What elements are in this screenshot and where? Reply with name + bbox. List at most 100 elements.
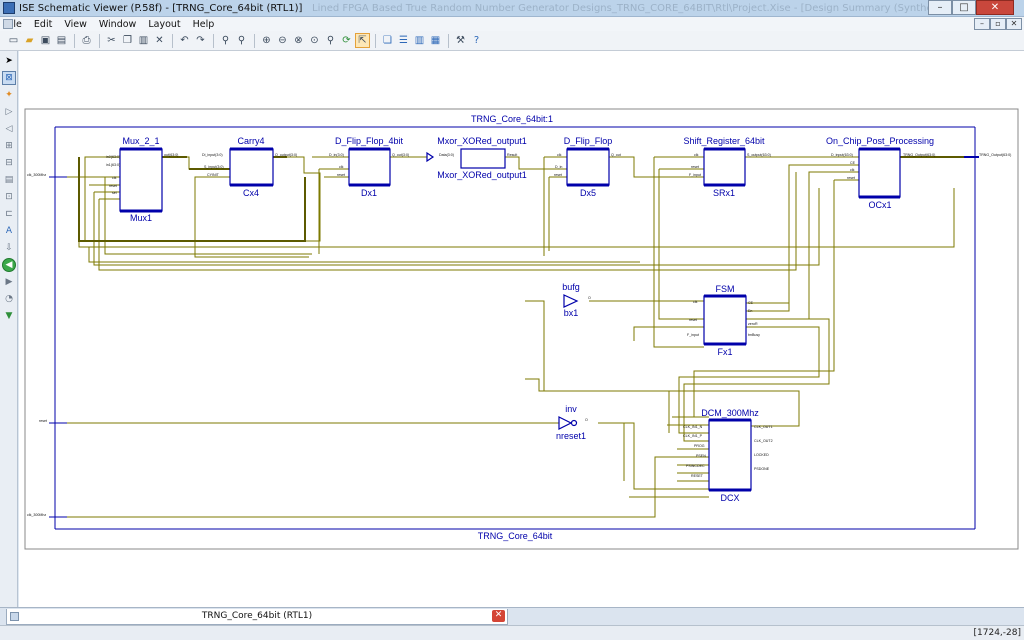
inv-gate[interactable] [558,416,578,430]
help-context-icon[interactable]: ? [473,35,480,46]
redo-icon[interactable]: ↷ [196,35,205,46]
schematic-canvas[interactable]: TRNG_Core_64bit:1 TRNG_Core_64bit [19,51,1024,607]
svg-text:CLK_IN1_P: CLK_IN1_P [683,434,703,438]
carry4-block[interactable] [229,147,274,187]
svg-text:clk: clk [557,153,562,157]
xor-type-label: Mxor_XORed_output1 [437,136,527,146]
open-icon[interactable]: ▰ [25,35,34,46]
dff1-type-label: D_Flip_Flop [564,136,613,146]
find-next-icon[interactable]: ⚲ [237,35,246,46]
edit-text-icon[interactable]: A [5,226,13,236]
expand-icon[interactable]: ⊞ [5,141,13,151]
menu-view[interactable]: View [64,18,87,30]
add-pin-icon[interactable]: ▷ [5,107,13,117]
d-flip-flop-4bit-block[interactable] [348,147,391,187]
select-arrow-icon[interactable]: ➤ [5,56,13,66]
tile-vertical-icon[interactable]: ▥ [414,35,425,46]
svg-text:Di_input(3:0): Di_input(3:0) [202,153,223,157]
add-marker-icon[interactable]: ⇩ [5,243,13,253]
save-icon[interactable]: ▣ [40,35,51,46]
zoom-fit-icon[interactable]: ⚲ [326,35,335,46]
zoom-in-icon[interactable]: ⊕ [262,35,271,46]
tab-close-button[interactable]: ✕ [492,610,505,622]
save-all-icon[interactable]: ▤ [56,35,67,46]
copy-icon[interactable]: ❐ [123,35,132,46]
svg-text:reset: reset [109,184,117,188]
status-bar: [1724,-28] [0,625,1024,640]
mxor-xored-output1-block[interactable] [426,148,506,169]
cut-icon[interactable]: ✂ [107,35,116,46]
doc-restore-button[interactable]: ▫ [990,18,1006,30]
properties-icon[interactable]: ⚒ [456,35,465,46]
zoom-selection-icon[interactable]: ⊙ [310,35,319,46]
svg-text:LOCKED: LOCKED [754,453,769,457]
carry4-instance-label: Cx4 [243,188,259,198]
maximize-button[interactable]: □ [952,0,976,15]
remove-pin-icon[interactable]: ◁ [5,124,13,134]
doc-close-button[interactable]: ✕ [1006,18,1022,30]
zoom-full-icon[interactable]: ⊗ [294,35,303,46]
bufg-gate[interactable] [563,294,579,308]
svg-text:zeroR: zeroR [748,322,758,326]
svg-text:CYINIT: CYINIT [207,173,220,177]
paste-icon[interactable]: ▥ [138,35,149,46]
doc-minimize-button[interactable]: – [974,18,990,30]
inv-type-label: inv [565,404,577,414]
d-flip-flop-block[interactable] [566,147,610,187]
undo-icon[interactable]: ↶ [180,35,189,46]
zoom-out-icon[interactable]: ⊖ [278,35,287,46]
postproc-type-label: On_Chip_Post_Processing [826,136,934,146]
forward-icon[interactable]: ▶ [5,277,13,287]
print-icon[interactable]: ⎙ [82,35,91,46]
push-icon[interactable]: ▼ [5,311,13,321]
schematic-select-icon[interactable]: ⊠ [2,71,16,85]
dff4-instance-label: Dx1 [361,188,377,198]
arrange-icon[interactable]: ▦ [430,35,441,46]
select-mode-icon[interactable]: ⇱ [355,33,370,48]
svg-text:O_output(3:0): O_output(3:0) [275,153,297,157]
minimize-button[interactable]: – [928,0,952,15]
app-icon [3,2,15,14]
history-icon[interactable]: ◔ [5,294,13,304]
menu-layout[interactable]: Layout [148,18,181,30]
menu-help[interactable]: Help [192,18,215,30]
postproc-instance-label: OCx1 [868,200,891,210]
cursor-coordinates: [1724,-28] [973,628,1022,638]
mux-2-1-block[interactable] [119,147,163,213]
delete-icon[interactable]: ✕ [155,35,164,46]
new-icon[interactable]: ▭ [8,35,19,46]
svg-text:PSEN: PSEN [696,454,706,458]
svg-text:PROG: PROG [694,444,705,448]
schematic-doc-icon [10,612,19,621]
on-chip-post-processing-block[interactable] [858,147,901,199]
add-io-icon[interactable]: ⊏ [5,209,13,219]
highlight-icon[interactable]: ✦ [5,90,13,100]
svg-text:Q_out(3:0): Q_out(3:0) [392,153,409,157]
svg-text:reset: reset [554,173,562,177]
copy-view-icon[interactable]: ▤ [4,175,14,185]
svg-text:PSDONE: PSDONE [754,467,770,471]
fsm-block[interactable] [703,294,747,346]
left-toolbar: ➤ ⊠ ✦ ▷ ◁ ⊞ ⊟ ▤ ⊡ ⊏ A ⇩ ◀ ▶ ◔ ▼ [0,51,18,607]
svg-text:F_input: F_input [687,333,699,337]
svg-text:CLK_OUT2: CLK_OUT2 [754,439,773,443]
menu-window[interactable]: Window [98,18,137,30]
cascade-icon[interactable]: ❏ [383,35,392,46]
dcm-300mhz-block[interactable] [708,418,752,492]
trng-core-frame[interactable]: TRNG_Core_64bit:1 TRNG_Core_64bit [54,114,976,541]
back-icon[interactable]: ◀ [2,258,16,272]
find-icon[interactable]: ⚲ [221,35,230,46]
shift-register-64bit-block[interactable] [703,147,746,187]
refresh-icon[interactable]: ⟳ [342,35,351,46]
fsm-instance-label: Fx1 [717,347,732,357]
svg-text:reset: reset [847,176,855,180]
menu-edit[interactable]: Edit [33,18,53,30]
menu-file[interactable]: File [6,18,22,30]
tile-horizontal-icon[interactable]: ☰ [399,35,408,46]
svg-text:clk: clk [339,165,344,169]
net-icon[interactable]: ⊡ [5,192,13,202]
collapse-icon[interactable]: ⊟ [5,158,13,168]
document-tab[interactable]: TRNG_Core_64bit (RTL1) ✕ [6,609,508,625]
svg-text:reset: reset [689,318,697,322]
close-button[interactable]: ✕ [976,0,1014,15]
